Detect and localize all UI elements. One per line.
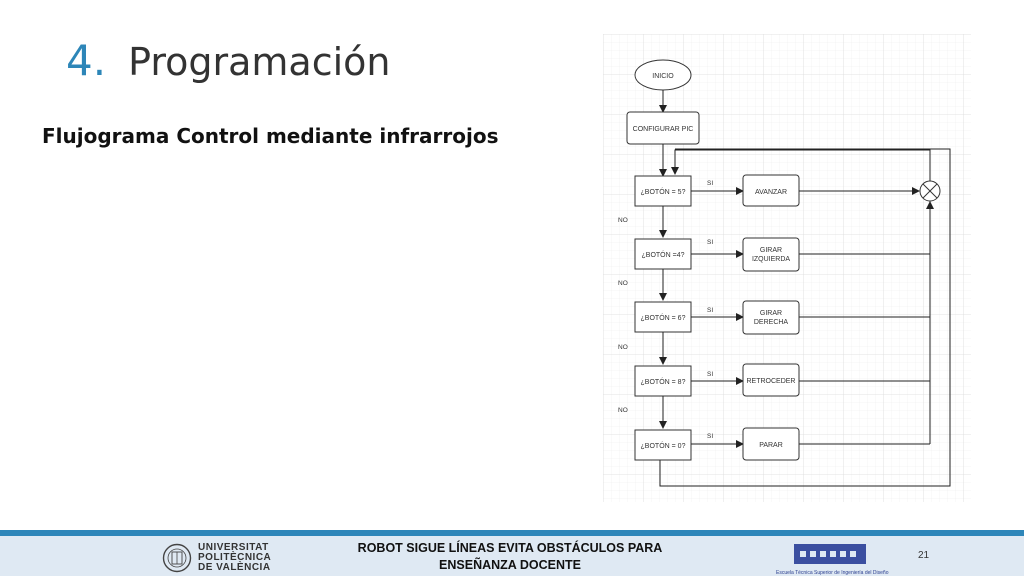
footer-title-line-1: ROBOT SIGUE LÍNEAS EVITA OBSTÁCULOS PARA <box>357 541 663 555</box>
no-exit-line <box>659 148 951 487</box>
decision-box <box>634 429 692 461</box>
action-box <box>742 237 800 272</box>
slide-subtitle: Flujograma Control mediante infrarrojos <box>42 124 499 148</box>
slide-title: 4. Programación <box>66 36 390 96</box>
decision-label: ¿BOTÓN = 0? <box>641 441 686 450</box>
title-text: Programación <box>128 40 391 84</box>
yes-label: SI <box>707 239 713 246</box>
university-line-1: UNIVERSITAT <box>198 542 269 553</box>
action-label: PARAR <box>759 442 783 449</box>
action-box <box>742 300 800 335</box>
loop-back-line <box>671 149 931 202</box>
footer-title-line-2: ENSEÑANZA DOCENTE <box>439 558 581 572</box>
decision-label: ¿BOTÓN =4? <box>642 250 685 259</box>
no-label: NO <box>618 407 628 414</box>
decision-label: ¿BOTÓN = 5? <box>641 187 686 196</box>
action-label: AVANZAR <box>755 189 787 196</box>
decision-label: ¿BOTÓN = 6? <box>641 313 686 322</box>
no-label: NO <box>618 217 628 224</box>
footer-title: ROBOT SIGUE LÍNEAS EVITA OBSTÁCULOS PARA… <box>350 540 670 574</box>
title-number: 4. <box>66 36 107 85</box>
no-label: NO <box>618 344 628 351</box>
university-logo: UNIVERSITAT POLITÈCNICA DE VALÈNCIA <box>162 542 271 574</box>
config-label: CONFIGURAR PIC <box>633 126 694 133</box>
row-1: ¿BOTÓN = 5? SI AVANZAR NO <box>618 174 920 238</box>
university-line-2: POLITÈCNICA <box>198 552 272 563</box>
start-label: INICIO <box>652 73 674 80</box>
yes-label: SI <box>707 307 713 314</box>
yes-label: SI <box>707 433 713 440</box>
yes-label: SI <box>707 371 713 378</box>
row-4: ¿BOTÓN = 8? SI RETROCEDER NO <box>618 363 930 429</box>
decision-box <box>634 365 692 397</box>
row-5: ¿BOTÓN = 0? SI PARAR <box>634 427 930 461</box>
flowchart: INICIO CONFIGURAR PIC ¿BOTÓN = 5? SI AVA… <box>603 34 971 502</box>
page-number: 21 <box>918 550 930 561</box>
no-label: NO <box>618 280 628 287</box>
merge-node <box>919 180 941 202</box>
action-box <box>742 363 800 397</box>
university-line-3: DE VALÈNCIA <box>198 562 271 573</box>
yes-label: SI <box>707 180 713 187</box>
decision-label: ¿BOTÓN = 8? <box>641 377 686 386</box>
university-seal-icon <box>162 543 192 573</box>
footer: UNIVERSITAT POLITÈCNICA DE VALÈNCIA ROBO… <box>0 530 1024 576</box>
decision-box <box>634 238 692 270</box>
school-caption: Escuela Técnica Superior de Ingeniería d… <box>776 570 889 576</box>
university-name: UNIVERSITAT POLITÈCNICA DE VALÈNCIA <box>198 543 271 573</box>
school-logo-icon <box>794 544 866 564</box>
action-label: RETROCEDER <box>746 378 795 385</box>
school-logo: Escuela Técnica Superior de Ingeniería d… <box>776 542 888 578</box>
